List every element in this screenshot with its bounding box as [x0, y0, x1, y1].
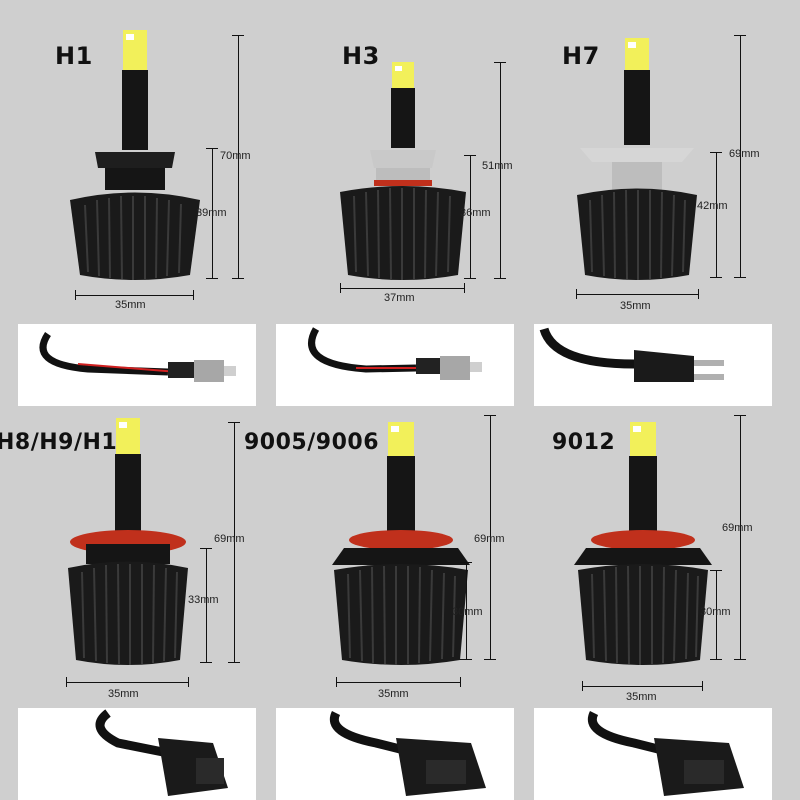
model-label: H1: [55, 42, 93, 70]
bulb-card-h3: H3 51mm 36mm 37mm: [262, 0, 532, 315]
width-label: 37mm: [384, 292, 415, 304]
height-label: 69mm: [474, 533, 505, 545]
width-label: 35mm: [108, 688, 139, 700]
width-dimension-line: [336, 682, 460, 683]
height-dimension-line: [234, 422, 235, 662]
base-dimension-line: [466, 562, 467, 659]
bulb-card-h7: H7 69mm 42mm 35mm: [532, 0, 800, 315]
base-height-label: 30mm: [700, 606, 731, 618]
model-label: 9005/9006: [244, 430, 379, 455]
base-height-label: 42mm: [697, 200, 728, 212]
height-label: 69mm: [729, 148, 760, 160]
width-dimension-line: [576, 294, 698, 295]
base-height-label: 36mm: [460, 207, 491, 219]
connector-photo-9012: [534, 708, 772, 800]
bulb-image-h3: [340, 62, 466, 280]
height-dimension-line: [490, 415, 491, 659]
base-height-label: 33mm: [188, 594, 219, 606]
height-label: 70mm: [220, 150, 251, 162]
model-label: H8/H9/H11: [0, 430, 134, 455]
connector-photo-9005-9006: [276, 708, 514, 800]
bulb-card-h8-h9-h11: H8/H9/H11 69mm 33mm 35mm: [0, 410, 262, 706]
bulb-image-h7: [577, 38, 697, 280]
height-dimension-line: [500, 62, 501, 278]
height-label: 69mm: [722, 522, 753, 534]
width-label: 35mm: [378, 688, 409, 700]
bulb-image-9005-9006: [332, 422, 470, 665]
bulb-image-h8-h9-h11: [68, 418, 188, 665]
connector-photo-h7: [534, 324, 772, 406]
width-label: 35mm: [626, 691, 657, 703]
connector-photo-h8-h9-h11: [18, 708, 256, 800]
base-height-label: 30mm: [452, 606, 483, 618]
height-dimension-line: [740, 415, 741, 659]
base-dimension-line: [206, 548, 207, 662]
base-height-label: 39mm: [196, 207, 227, 219]
height-label: 69mm: [214, 533, 245, 545]
width-label: 35mm: [115, 299, 146, 311]
base-dimension-line: [470, 155, 471, 278]
width-dimension-line: [75, 295, 193, 296]
height-dimension-line: [740, 35, 741, 277]
base-dimension-line: [716, 570, 717, 659]
width-label: 35mm: [620, 300, 651, 312]
bulb-card-9005-9006: 9005/9006 69mm 30mm 35mm: [244, 410, 532, 706]
width-dimension-line: [66, 682, 188, 683]
width-dimension-line: [582, 686, 702, 687]
bulb-card-h1: H1 70mm 39mm 35mm: [0, 0, 260, 315]
height-label: 51mm: [482, 160, 513, 172]
connector-photo-h1: [18, 324, 256, 406]
width-dimension-line: [340, 288, 464, 289]
bulb-card-9012: 9012 69mm 30mm 35mm: [532, 410, 800, 706]
model-label: H3: [342, 42, 380, 70]
bulb-image-9012: [574, 422, 712, 665]
bulb-image-h1: [70, 30, 200, 280]
height-dimension-line: [238, 35, 239, 278]
model-label: 9012: [552, 430, 616, 455]
connector-photo-h3: [276, 324, 514, 406]
model-label: H7: [562, 42, 600, 70]
base-dimension-line: [212, 148, 213, 278]
base-dimension-line: [716, 152, 717, 277]
